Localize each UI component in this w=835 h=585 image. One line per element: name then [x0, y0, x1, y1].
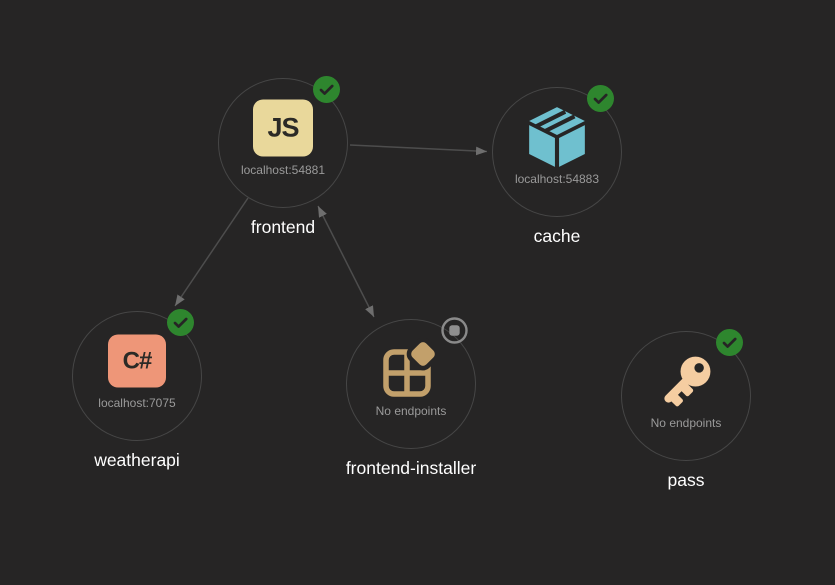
node-circle	[218, 78, 348, 208]
edge-frontend-weatherapi	[174, 197, 249, 307]
box-icon-graphic	[529, 107, 585, 167]
endpoint-text: No endpoints	[650, 416, 722, 430]
checkmark-circle-icon	[587, 85, 614, 112]
resource-node-cache[interactable]: localhost:54883 cache	[492, 85, 622, 246]
csharp-icon-text: C#	[122, 347, 153, 374]
node-circle	[621, 331, 751, 461]
node-label: cache	[533, 226, 581, 246]
status-stopped-badge	[441, 317, 468, 344]
endpoint-text: localhost:54881	[240, 163, 326, 177]
status-running-badge	[587, 85, 614, 112]
resource-node-weatherapi[interactable]: C# localhost:7075 weatherapi	[72, 309, 202, 470]
resource-node-frontend-installer[interactable]: No endpoints frontend-installer	[346, 317, 476, 478]
status-running-badge	[167, 309, 194, 336]
node-label: pass	[667, 470, 705, 490]
stop-circle-icon	[441, 317, 468, 344]
csharp-icon: C#	[108, 334, 166, 388]
endpoint-text: No endpoints	[375, 404, 447, 418]
node-label: frontend-installer	[345, 458, 477, 478]
endpoint-text: localhost:54883	[514, 172, 600, 186]
resource-node-pass[interactable]: No endpoints pass	[621, 329, 751, 490]
key-icon	[653, 348, 719, 414]
resource-node-frontend[interactable]: JS localhost:54881 frontend	[218, 76, 348, 237]
container-box-icon	[524, 104, 590, 170]
node-circle	[72, 311, 202, 441]
apps-addin-icon	[380, 338, 442, 400]
javascript-icon: JS	[253, 99, 313, 157]
checkmark-circle-icon	[313, 76, 340, 103]
endpoint-text: localhost:7075	[98, 396, 176, 410]
node-circle	[492, 87, 622, 217]
status-running-badge	[313, 76, 340, 103]
edge-frontend-frontend-installer	[317, 205, 375, 318]
node-circle	[346, 319, 476, 449]
checkmark-circle-icon	[716, 329, 743, 356]
edge-frontend-cache	[349, 144, 488, 156]
apps-icon-graphic	[383, 338, 440, 397]
checkmark-circle-icon	[167, 309, 194, 336]
javascript-icon-text: JS	[267, 112, 299, 143]
status-running-badge	[716, 329, 743, 356]
node-label: weatherapi	[94, 450, 180, 470]
key-icon-graphic	[664, 356, 711, 407]
node-label: frontend	[250, 217, 316, 237]
